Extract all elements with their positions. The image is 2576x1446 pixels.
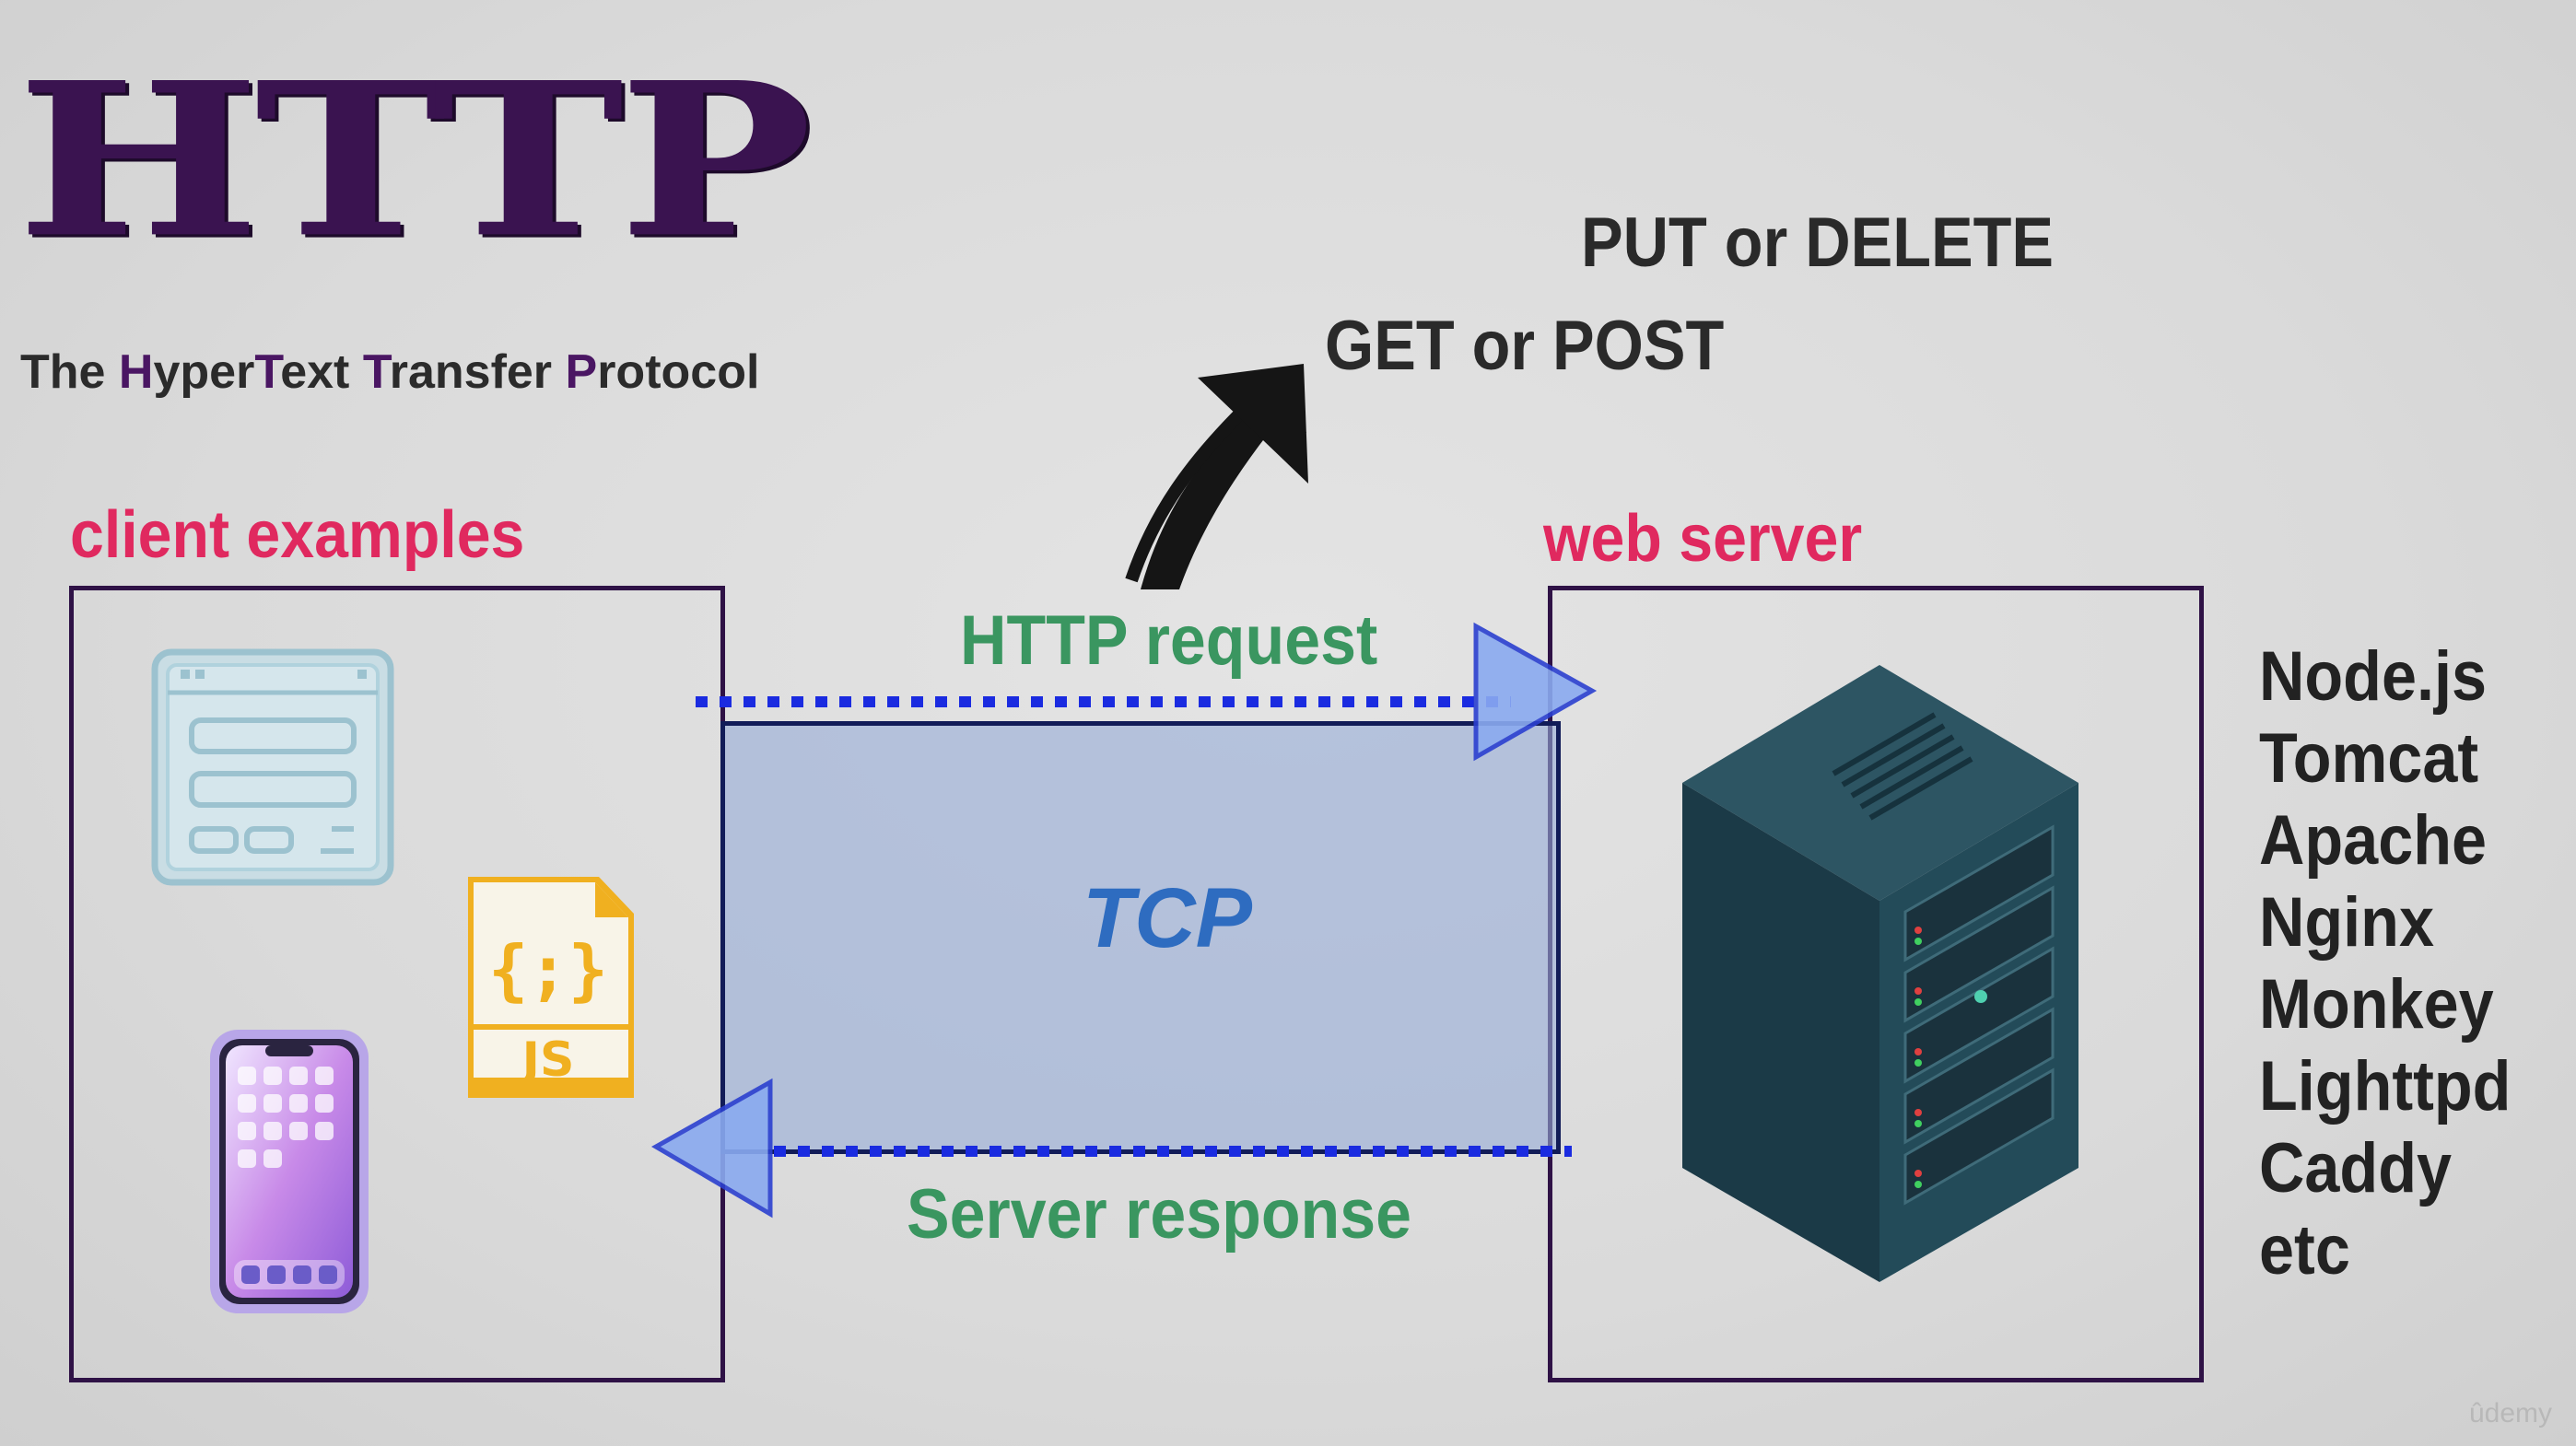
- server-example: etc: [2259, 1211, 2350, 1289]
- method-put-delete: PUT or DELETE: [1581, 204, 2055, 282]
- http-request-label: HTTP request: [960, 601, 1378, 680]
- tcp-connection: [720, 721, 1561, 1154]
- method-get-post: GET or POST: [1325, 307, 1725, 385]
- server-example: Monkey: [2259, 965, 2494, 1044]
- http-logo: HTTP: [17, 36, 813, 286]
- browser-window-icon: [151, 648, 394, 886]
- server-example: Tomcat: [2259, 719, 2479, 798]
- javascript-file-icon: {;} JS: [468, 877, 634, 1098]
- server-label: web server: [1543, 502, 1863, 576]
- server-rack-icon: [1682, 665, 2078, 1282]
- request-arrowhead-icon: [1473, 622, 1598, 762]
- smartphone-icon: [210, 1030, 369, 1313]
- subtitle: The HyperText Transfer Protocol: [20, 345, 760, 399]
- response-arrowhead-icon: [650, 1078, 773, 1219]
- server-example: Caddy: [2259, 1129, 2453, 1207]
- js-file-label: JS: [520, 1032, 575, 1088]
- client-label: client examples: [70, 498, 525, 572]
- tcp-label: TCP: [1083, 871, 1252, 965]
- server-example: Apache: [2259, 801, 2488, 880]
- method-pointer-arrow-icon: [1125, 364, 1308, 589]
- server-example: Nginx: [2259, 883, 2435, 962]
- server-examples-list: Node.js Tomcat Apache Nginx Monkey Light…: [2259, 636, 2511, 1291]
- server-response-label: Server response: [907, 1175, 1412, 1254]
- server-example: Lighttpd: [2259, 1047, 2512, 1125]
- js-braces-glyph: {;}: [488, 931, 608, 1009]
- server-example: Node.js: [2259, 637, 2488, 716]
- udemy-watermark: ûdemy: [2469, 1398, 2553, 1429]
